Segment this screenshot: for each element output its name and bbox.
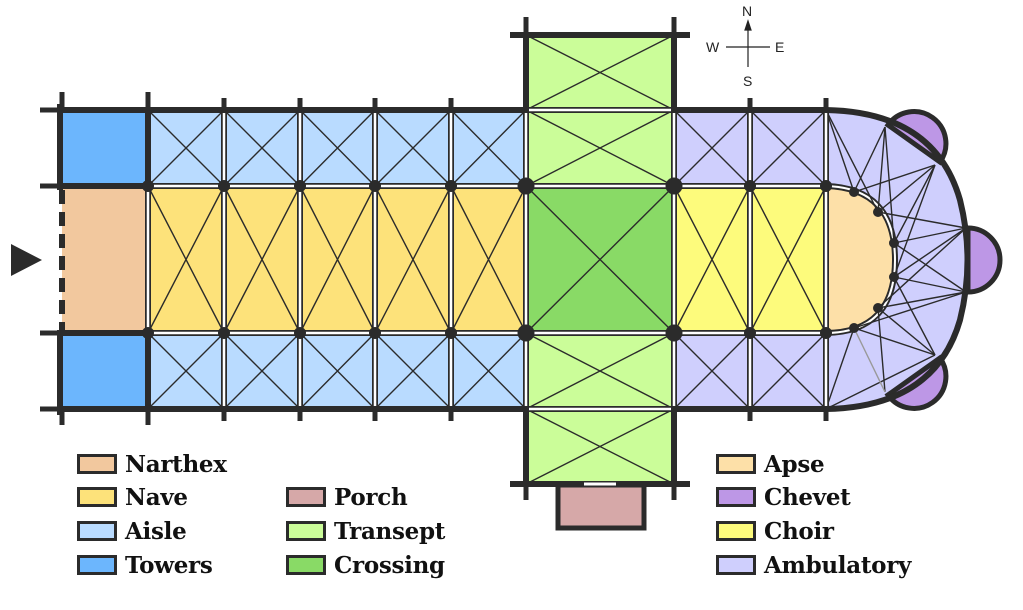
legend-label: Crossing (334, 551, 445, 579)
legend-item-ambulatory: Ambulatory (716, 550, 911, 580)
swatch-chevet (716, 487, 756, 507)
legend-label: Towers (125, 551, 213, 579)
legend-item-choir: Choir (716, 516, 834, 546)
swatch-aisle (77, 521, 117, 541)
legend-item-chevet: Chevet (716, 482, 851, 512)
swatch-crossing (286, 555, 326, 575)
vault-ribs (147, 34, 967, 485)
legend-item-crossing: Crossing (286, 550, 445, 580)
entrance-arrow-icon (11, 244, 42, 276)
legend-item-apse: Apse (716, 449, 825, 479)
compass-rose-icon (726, 19, 770, 67)
legend-item-transept: Transept (286, 516, 445, 546)
swatch-choir (716, 521, 756, 541)
swatch-narthex (77, 454, 117, 474)
legend-item-porch: Porch (286, 482, 408, 512)
apse (826, 186, 895, 333)
narthex (62, 187, 148, 332)
buttresses (40, 17, 829, 500)
legend-item-towers: Towers (77, 550, 213, 580)
legend-label: Nave (125, 483, 188, 511)
swatch-transept (286, 521, 326, 541)
swatch-porch (286, 487, 326, 507)
chevet-chapel-e (965, 225, 1003, 295)
compass-west-label: W (706, 39, 720, 55)
swatch-nave (77, 487, 117, 507)
legend-label: Narthex (125, 450, 227, 478)
legend-label: Transept (334, 517, 446, 545)
legend-item-nave: Nave (77, 482, 188, 512)
legend-label: Chevet (764, 483, 851, 511)
swatch-towers (77, 555, 117, 575)
swatch-apse (716, 454, 756, 474)
compass-east-label: E (775, 39, 785, 55)
legend-label: Porch (334, 483, 408, 511)
legend-item-aisle: Aisle (77, 516, 187, 546)
compass-north-label: N (742, 3, 753, 19)
legend-item-narthex: Narthex (77, 449, 227, 479)
legend-label: Apse (764, 450, 825, 478)
tower-south (62, 334, 148, 409)
legend-label: Choir (764, 517, 834, 545)
porch (555, 482, 647, 531)
piers (142, 177, 899, 342)
legend-label: Aisle (125, 517, 187, 545)
legend-label: Ambulatory (764, 551, 912, 579)
compass-south-label: S (743, 73, 753, 89)
tower-north (62, 110, 148, 185)
swatch-ambulatory (716, 555, 756, 575)
